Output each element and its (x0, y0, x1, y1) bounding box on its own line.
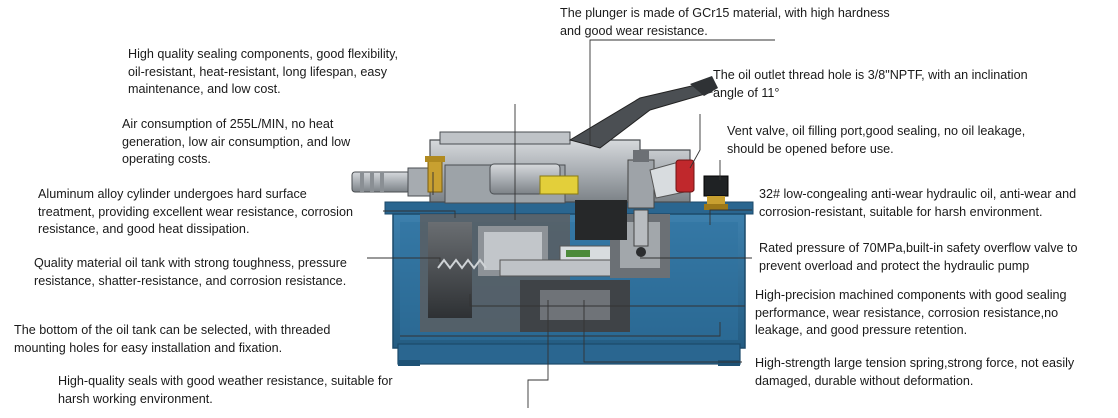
annotation-rated-pressure: Rated pressure of 70MPa,built-in safety … (759, 241, 1078, 273)
annotation-aluminum-cylinder: Aluminum alloy cylinder undergoes hard s… (38, 187, 353, 236)
annotation-vent-valve: Vent valve, oil filling port,good sealin… (727, 124, 1026, 156)
annotation-plunger: The plunger is made of GCr15 material, w… (560, 6, 890, 38)
leader-lines (367, 39, 775, 408)
pump-lever-handle (568, 76, 718, 149)
vent-valve-filler-port (703, 175, 729, 210)
annotation-tension-spring: High-strength large tension spring,stron… (755, 356, 1075, 388)
annotation-oil-tank: Quality material oil tank with strong to… (34, 256, 347, 288)
annotation-tank-bottom: The bottom of the oil tank can be select… (14, 323, 331, 355)
annotation-sealing-components: High quality sealing components, good fl… (128, 47, 398, 96)
annotation-air-consumption: Air consumption of 255L/MIN, no heat gen… (122, 117, 351, 166)
annotation-weather-seals: High-quality seals with good weather res… (58, 374, 393, 406)
air-inlet-fitting (351, 167, 431, 197)
outlet-valve (627, 150, 655, 257)
annotation-oil-outlet-thread: The oil outlet thread hole is 3/8"NPTF, … (713, 68, 1028, 100)
aluminum-air-cylinder (444, 163, 579, 204)
tension-spring (437, 258, 487, 270)
brass-air-valve (425, 156, 445, 193)
red-outlet-plug (649, 159, 695, 199)
annotation-machined-components: High-precision machined components with … (755, 288, 1067, 337)
annotation-hydraulic-oil: 32# low-congealing anti-wear hydraulic o… (759, 187, 1077, 219)
